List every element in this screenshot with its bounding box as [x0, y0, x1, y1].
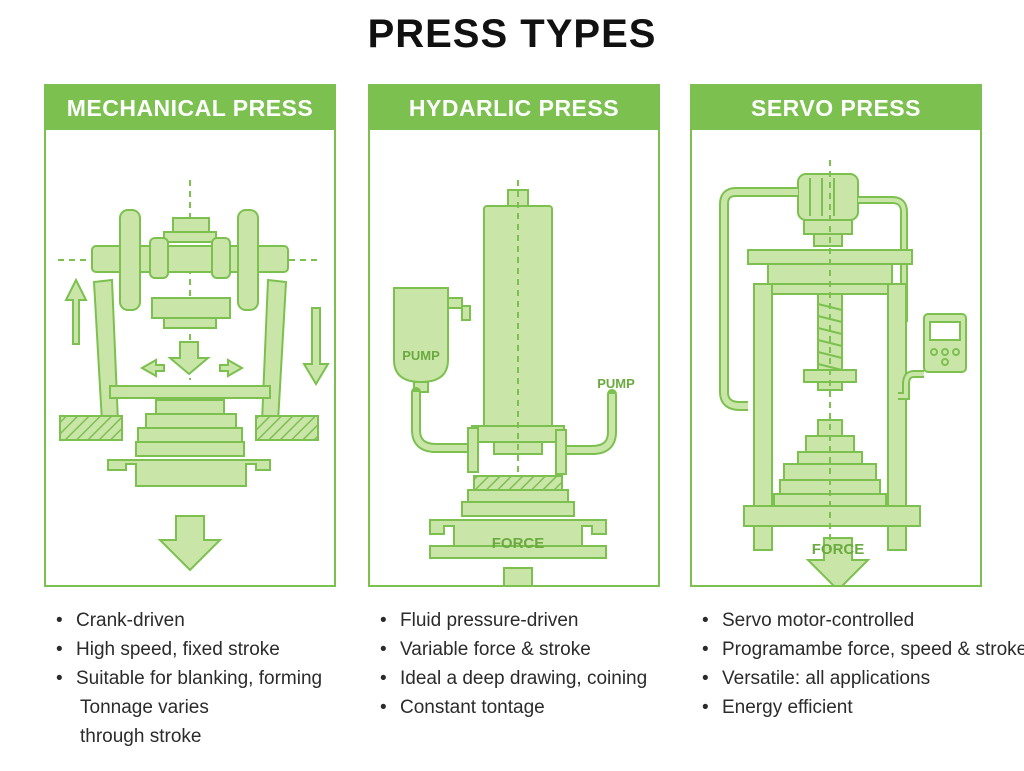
bullet-item: Programambe force, speed & stroke	[702, 635, 1024, 664]
bullet-item: High speed, fixed stroke	[56, 635, 322, 664]
bullet-item: Constant tontage	[380, 693, 647, 722]
servo-press-bullets: Servo motor-controlled Programambe force…	[702, 606, 1024, 722]
bullet-continuation: Tonnage varies	[80, 697, 209, 718]
bullet-item: Crank-driven	[56, 606, 322, 635]
bullet-item: Ideal a deep drawing, coining	[380, 664, 647, 693]
hydraulic-press-diagram: PUMP PUMP FORCE	[393, 180, 635, 585]
bullet-item: Suitable for blanking, forming	[56, 664, 322, 693]
mechanical-press-panel: MECHANICAL PRESS	[44, 84, 336, 587]
mechanical-press-diagram	[58, 180, 330, 572]
hydraulic-press-panel: HYDARLIC PRESS	[368, 84, 660, 587]
bullet-item: Variable force & stroke	[380, 635, 647, 664]
bullet-item: Energy efficient	[702, 693, 1024, 722]
servo-press-header: SERVO PRESS	[692, 86, 980, 130]
force-label: FORCE	[492, 535, 545, 552]
bullet-item: Versatile: all applications	[702, 664, 1024, 693]
servo-press-panel: SERVO PRESS	[690, 84, 982, 587]
hydraulic-press-header: HYDARLIC PRESS	[370, 86, 658, 130]
pump-label-left: PUMP	[402, 348, 440, 363]
hydraulic-press-bullets: Fluid pressure-driven Variable force & s…	[380, 606, 647, 722]
pump-label-right: PUMP	[597, 376, 635, 391]
servo-press-diagram: FORCE	[719, 160, 967, 585]
mechanical-press-header: MECHANICAL PRESS	[46, 86, 334, 130]
bullet-item: Fluid pressure-driven	[380, 606, 647, 635]
page-title: PRESS TYPES	[367, 12, 657, 56]
bullet-item: Servo motor-controlled	[702, 606, 1024, 635]
force-label: FORCE	[812, 541, 865, 558]
mechanical-press-bullets: Crank-driven High speed, fixed stroke Su…	[56, 606, 322, 751]
bullet-continuation: through stroke	[80, 726, 202, 747]
